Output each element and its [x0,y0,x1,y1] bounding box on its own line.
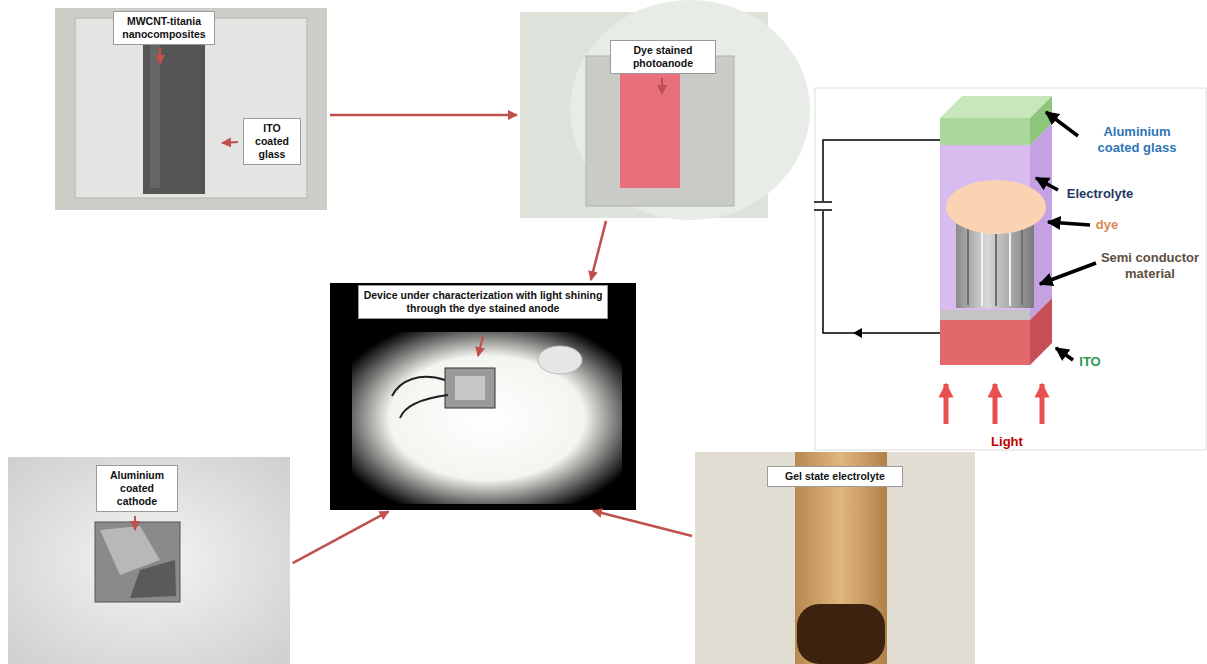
capacitor-plate [814,209,832,211]
light-arrow [1040,384,1045,424]
photo-panel: Aluminium coated cathode [8,457,290,664]
pointer-arrow [1048,222,1090,225]
pointer-arrow [1056,348,1073,360]
ito-front [940,320,1030,365]
glass-slide [586,56,734,206]
part-label: Light [975,434,1039,450]
glass-front [940,118,1030,145]
wire [400,395,448,418]
dye-disc [946,180,1046,234]
plate-shade [130,560,176,598]
photo-ground [330,283,636,510]
photo-panel: Gel state electrolyte [695,452,975,664]
leader-line [478,336,483,356]
device [455,376,485,400]
leader-line [159,48,161,64]
photo-photoanode [520,0,810,220]
pointer-arrow [1046,112,1078,136]
photo-label: Dye stained photoanode [610,40,716,74]
aluminium-plate [95,522,180,602]
nanocomposite-film [143,24,205,194]
label-text: Device under characterization with light… [363,289,603,315]
flute [1021,225,1023,305]
part-label: ITO [1070,354,1110,370]
wire [823,211,940,333]
light-arrow [944,384,949,424]
schematic-ground [815,88,1206,450]
label-text: Gel state electrolyte [772,470,898,483]
label-text: Dye stained photoanode [615,44,711,70]
photo-label: MWCNT-titania nanocomposites [113,11,215,45]
leader-line [661,78,663,94]
flow-arrow [591,221,606,280]
light-arrow [993,384,998,424]
lamp-part [538,346,582,374]
photo-ground [55,8,327,210]
label-text: MWCNT-titania nanocomposites [118,15,210,41]
photo-cathode [8,457,290,664]
photo-electrolyte [695,452,975,664]
device [445,368,495,408]
glass-slide [75,18,307,198]
leader-line [222,142,238,143]
flute [995,230,997,306]
current-arrow [853,328,862,338]
pointer-arrow [1040,263,1096,284]
capacitor-plate [814,201,832,203]
wire [823,140,940,201]
part-label: dye [1082,217,1132,233]
base-slab [940,310,1030,320]
flow-arrow [593,511,692,536]
photo-label: Gel state electrolyte [767,466,903,487]
photo-label: ITO coated glass [243,118,301,165]
photo-panel: MWCNT-titania nanocompositesITO coated g… [55,8,327,210]
light-glow [352,332,622,504]
label-text: ITO coated glass [248,122,296,161]
photo-panel: Dye stained photoanode [520,12,768,218]
photo-label: Aluminium coated cathode [96,465,178,512]
part-label: Aluminium coated glass [1082,124,1192,156]
part-label: Semi conductor material [1098,250,1202,282]
flute [967,225,969,305]
cell-schematic [814,88,1206,450]
glass-side [1030,96,1052,145]
wire [392,377,445,396]
flute [981,230,983,306]
photo-panel: Device under characterization with light… [330,283,636,510]
photo-ground [695,452,975,664]
film-texture [150,30,160,188]
dish [570,0,810,220]
leader-line [134,516,136,530]
flow-arrow [293,511,389,563]
photo-label: Device under characterization with light… [358,285,608,319]
flow-arrow [330,114,517,117]
photo-nanocomposite [55,8,327,210]
ito-side [1030,298,1052,365]
photo-device [330,283,636,510]
label-text: Aluminium coated cathode [101,469,173,508]
flute [1009,230,1011,306]
pointer-arrow [1036,178,1058,190]
part-label: Electrolyte [1050,186,1150,202]
photo-ground [8,457,290,664]
gel [797,604,885,664]
dyed-film [620,64,680,188]
